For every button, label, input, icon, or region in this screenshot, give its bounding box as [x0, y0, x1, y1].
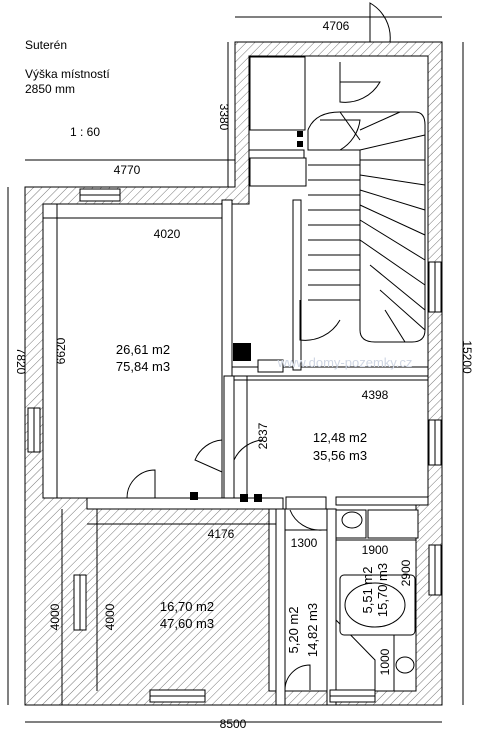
dim-room3-height-outer: 4000: [48, 603, 62, 630]
dim-room1-width: 4020: [154, 227, 181, 241]
room1-volume: 75,84 m3: [116, 359, 170, 374]
dim-right-height: 15200: [460, 340, 474, 374]
washbasin-icon: [341, 511, 363, 529]
height-value: 2850 mm: [25, 82, 76, 96]
dim-room1-height: 6620: [54, 337, 68, 364]
corridor-area: 5,20 m2: [286, 607, 301, 654]
dim-wc-height: 1000: [378, 648, 392, 675]
watermark: www.domy-pozemky.cz: [277, 355, 413, 370]
dim-bottom-width: 8500: [220, 717, 247, 731]
dim-bath-height: 2900: [399, 559, 413, 586]
dim-bath-width: 1900: [362, 543, 389, 557]
room2-volume: 35,56 m3: [313, 448, 367, 463]
staircase: [307, 111, 426, 343]
room2-area: 12,48 m2: [313, 430, 367, 445]
dim-room3-width: 4176: [208, 527, 235, 541]
height-label: Výška místností: [25, 67, 110, 81]
dimension-lines: [7, 16, 464, 723]
dim-left-top-width: 4770: [114, 163, 141, 177]
room3-volume: 47,60 m3: [160, 616, 214, 631]
bath-area: 5,51 m2: [360, 567, 375, 614]
scale-label: 1 : 60: [70, 125, 101, 139]
dim-stair-height: 3380: [217, 104, 231, 131]
dim-top-width: 4706: [323, 19, 350, 33]
doors: [126, 2, 391, 691]
dim-room2-width: 4398: [362, 388, 389, 402]
windows: [27, 188, 442, 703]
sanitary-fixtures: [339, 511, 416, 674]
bathtub-icon: [344, 582, 406, 628]
toilet-icon: [395, 656, 415, 674]
floor-name: Suterén: [25, 38, 68, 52]
storage-boxes: [249, 56, 419, 539]
bath-volume: 15,70 m3: [375, 563, 390, 617]
dim-corridor-width: 1300: [291, 536, 318, 550]
corridor-volume: 14,82 m3: [305, 603, 320, 657]
dim-left-height: 7820: [14, 348, 28, 375]
dim-room2-height: 2837: [256, 422, 270, 449]
room1-area: 26,61 m2: [116, 342, 170, 357]
dim-room3-height-inner: 4000: [103, 603, 117, 630]
room3-area: 16,70 m2: [160, 599, 214, 614]
vent-squares: [190, 131, 303, 502]
